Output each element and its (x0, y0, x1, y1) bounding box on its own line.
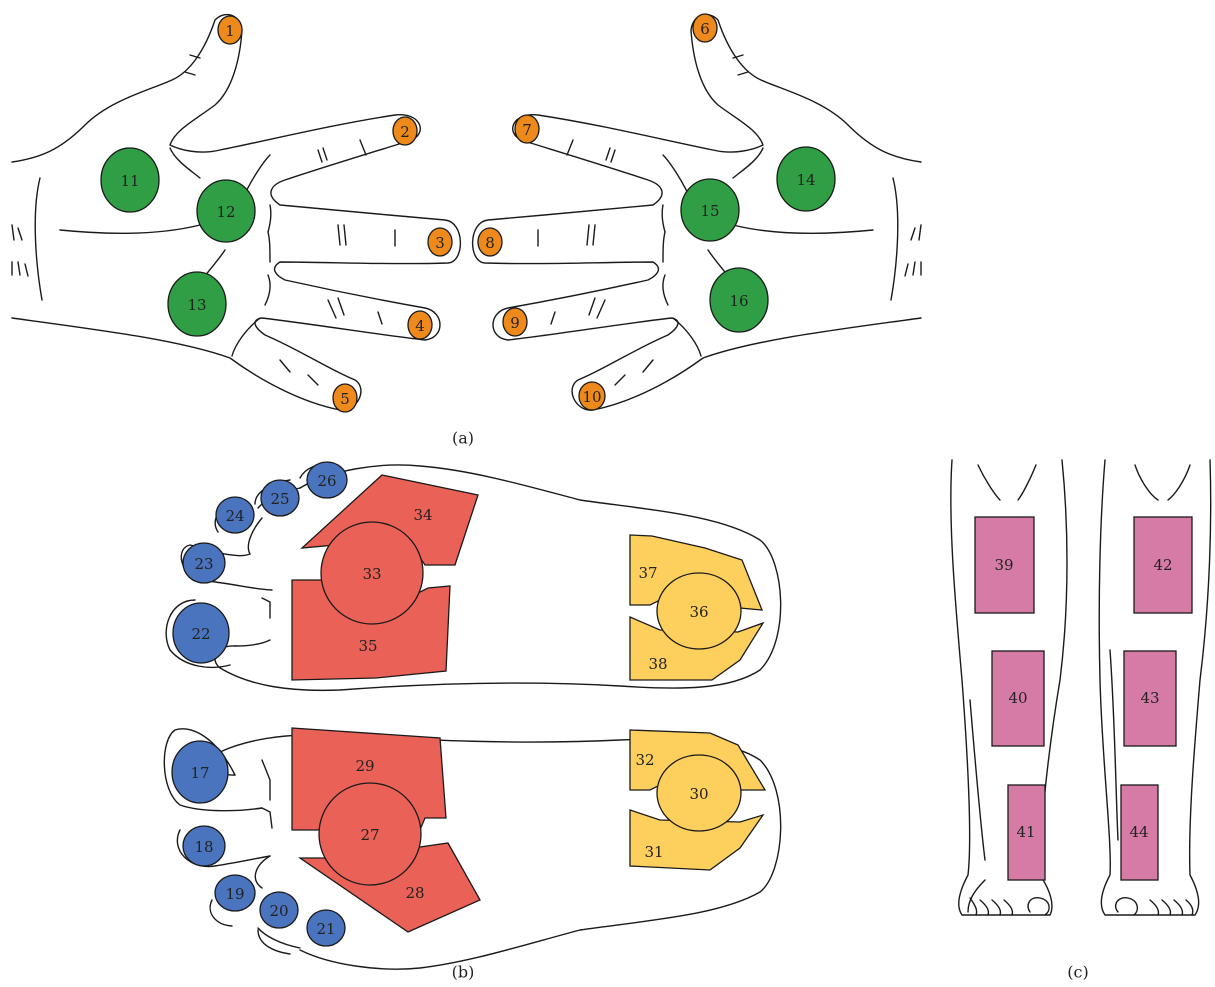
toe-sites: 17 18 19 20 21 22 23 24 25 26 (171, 461, 348, 947)
site-11 (100, 147, 160, 213)
site-19 (214, 874, 256, 912)
left-leg-outline (950, 459, 1068, 916)
panel-c-legs: 39 40 41 42 43 44 (c) (950, 459, 1212, 982)
site-4 (407, 310, 433, 340)
site-29-label: 29 (355, 757, 374, 775)
site-23 (182, 542, 226, 584)
site-42 (1133, 516, 1193, 614)
site-10 (578, 381, 606, 411)
site-30 (656, 754, 742, 832)
palm-sites: 11 12 13 14 15 16 (100, 146, 836, 337)
site-16 (709, 267, 769, 333)
site-12 (196, 179, 256, 243)
site-44-label: 44 (1129, 823, 1148, 841)
site-8-label: 8 (485, 234, 495, 252)
site-18-label: 18 (194, 838, 213, 856)
site-13-label: 13 (187, 296, 206, 314)
site-8 (477, 227, 503, 257)
site-44 (1120, 784, 1159, 881)
site-13 (167, 271, 227, 337)
site-7-label: 7 (522, 121, 532, 139)
site-7 (514, 114, 540, 144)
site-32-label: 32 (635, 751, 654, 769)
site-28-label: 28 (405, 884, 424, 902)
fingertip-sites: 1 2 3 4 5 6 7 8 9 10 (217, 13, 718, 413)
site-6-label: 6 (700, 20, 710, 38)
site-12-label: 12 (216, 203, 235, 221)
site-25 (260, 479, 300, 517)
panel-b-caption: (b) (452, 963, 475, 982)
site-6 (692, 13, 718, 43)
site-43 (1123, 650, 1177, 747)
site-21-label: 21 (316, 920, 335, 938)
site-33-label: 33 (362, 565, 381, 583)
site-16-label: 16 (729, 292, 748, 310)
site-34-label: 34 (413, 506, 432, 524)
site-10-label: 10 (582, 388, 601, 406)
site-43-label: 43 (1140, 689, 1159, 707)
site-5-label: 5 (340, 390, 350, 408)
site-5 (332, 383, 358, 413)
site-2 (392, 116, 418, 146)
site-20 (259, 891, 299, 929)
site-9-label: 9 (510, 314, 520, 332)
site-19-label: 19 (225, 885, 244, 903)
site-23-label: 23 (194, 555, 213, 573)
site-39 (974, 516, 1035, 614)
panel-a-caption: (a) (452, 429, 474, 448)
site-26-label: 26 (317, 472, 336, 490)
site-3 (427, 227, 453, 257)
site-36 (656, 572, 742, 650)
heel-sites: 37 38 36 32 31 30 (629, 534, 767, 871)
site-24 (215, 496, 255, 534)
site-21 (306, 909, 346, 947)
site-27 (318, 782, 422, 886)
site-41-label: 41 (1016, 823, 1035, 841)
site-26 (306, 461, 348, 499)
site-9 (502, 307, 528, 337)
panel-a-hands: 1 2 3 4 5 6 7 8 9 10 11 12 1 (11, 13, 922, 448)
site-22-label: 22 (191, 625, 210, 643)
site-38-label: 38 (648, 655, 667, 673)
panel-c-caption: (c) (1067, 963, 1088, 982)
site-2-label: 2 (400, 123, 410, 141)
site-20-label: 20 (269, 902, 288, 920)
site-18 (182, 825, 226, 867)
site-30-label: 30 (689, 785, 708, 803)
site-27-label: 27 (360, 826, 379, 844)
site-3-label: 3 (435, 234, 445, 252)
site-36-label: 36 (689, 603, 708, 621)
site-4-label: 4 (415, 317, 425, 335)
site-39-label: 39 (994, 556, 1013, 574)
site-42-label: 42 (1153, 556, 1172, 574)
site-31-label: 31 (644, 843, 663, 861)
site-15 (680, 178, 740, 242)
site-11-label: 11 (120, 172, 139, 190)
site-1 (217, 15, 243, 45)
forefoot-sites: 34 35 33 29 28 27 (291, 474, 481, 933)
site-1-label: 1 (225, 22, 235, 40)
leg-sites: 39 40 41 42 43 44 (974, 516, 1193, 881)
site-35-label: 35 (358, 637, 377, 655)
site-41 (1007, 784, 1046, 881)
site-33 (320, 521, 424, 625)
site-40-label: 40 (1008, 689, 1027, 707)
right-leg-outline (1098, 459, 1212, 916)
panel-b-feet: 17 18 19 20 21 22 23 24 25 26 34 35 (163, 461, 782, 982)
site-14-label: 14 (796, 171, 815, 189)
site-17 (171, 740, 229, 804)
site-17-label: 17 (190, 764, 209, 782)
site-22 (172, 602, 230, 664)
site-15-label: 15 (700, 202, 719, 220)
site-25-label: 25 (270, 490, 289, 508)
site-14 (776, 146, 836, 212)
site-37-label: 37 (638, 564, 657, 582)
site-24-label: 24 (225, 507, 244, 525)
site-40 (991, 650, 1045, 747)
